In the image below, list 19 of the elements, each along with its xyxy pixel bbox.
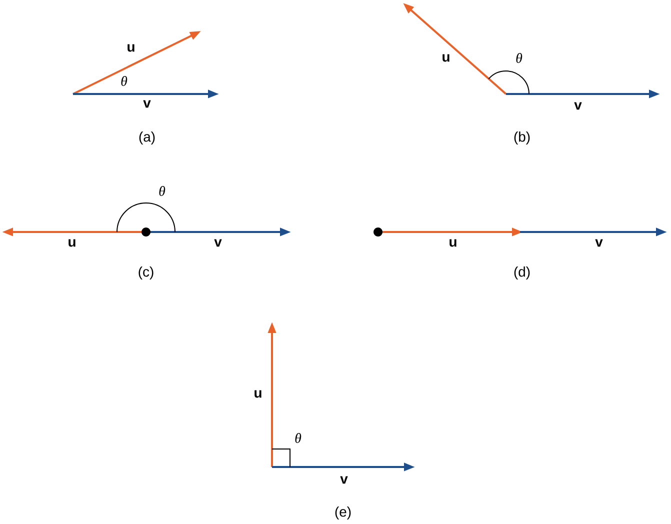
panel-label: (c) — [138, 266, 154, 280]
panel-label: (b) — [514, 132, 530, 144]
vector-label: v — [574, 102, 582, 110]
panel-label: (e) — [335, 506, 351, 520]
vector-label: v — [340, 476, 348, 484]
vector-label: u — [128, 44, 134, 52]
vector-label: v — [214, 239, 222, 247]
angle-label: θ — [121, 76, 128, 86]
vector-label: v — [595, 239, 603, 247]
vector-label: u — [68, 239, 76, 247]
panel-label: (a) — [139, 132, 155, 144]
angle-label: θ — [159, 186, 166, 196]
vector-label: u — [442, 54, 450, 62]
angle-label: θ — [295, 433, 302, 443]
panel-label: (d) — [514, 266, 530, 280]
angle-label: θ — [516, 53, 522, 63]
vector-label: u — [450, 239, 456, 247]
vector-label: u — [254, 390, 262, 398]
vector-label: v — [143, 100, 151, 108]
